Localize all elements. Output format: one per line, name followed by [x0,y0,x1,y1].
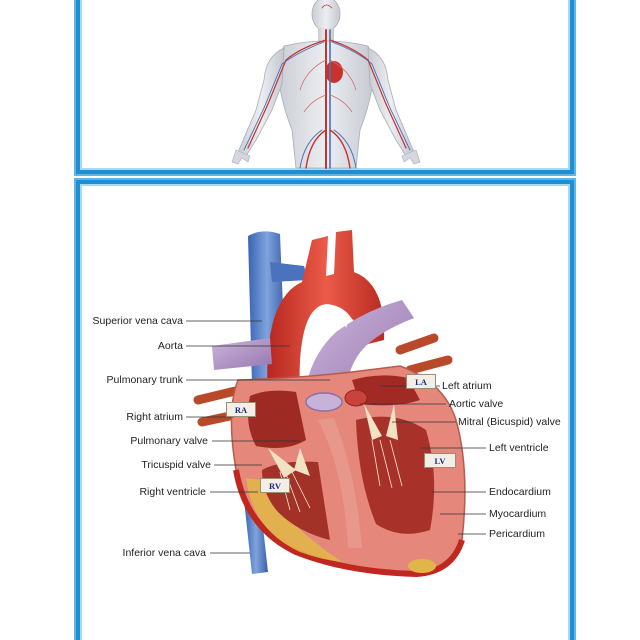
label-superior-vena-cava: Superior vena cava [92,315,183,327]
aorta-vessel [267,230,385,400]
tag-right-ventricle: RV [260,478,290,493]
pulmonary-veins-right [395,333,453,375]
circulatory-vessels [243,4,411,169]
label-right-ventricle: Right ventricle [139,486,206,498]
label-aortic-valve: Aortic valve [449,398,504,410]
label-inferior-vena-cava: Inferior vena cava [122,547,206,559]
label-tricuspid-valve: Tricuspid valve [141,459,211,471]
label-right-atrium: Right atrium [126,411,183,423]
label-left-ventricle: Left ventricle [489,442,549,454]
leader-lines [186,320,486,554]
label-endocardium: Endocardium [489,486,551,498]
tag-left-ventricle: LV [424,453,456,468]
tag-right-atrium: RA [226,402,256,417]
label-aorta: Aorta [157,340,183,352]
tag-left-atrium: LA [406,374,436,389]
pulmonary-valve-ring [305,392,343,412]
label-myocardium: Myocardium [489,508,547,520]
label-pulmonary-trunk: Pulmonary trunk [106,374,183,386]
right-atrium-chamber [248,390,306,448]
label-mitral-valve: Mitral (Bicuspid) valve [458,416,561,428]
label-pulmonary-valve: Pulmonary valve [130,435,208,447]
left-ventricle-chamber [356,416,435,534]
label-pericardium: Pericardium [489,528,546,540]
label-left-atrium: Left atrium [442,380,492,392]
left-atrium-chamber [352,375,420,406]
